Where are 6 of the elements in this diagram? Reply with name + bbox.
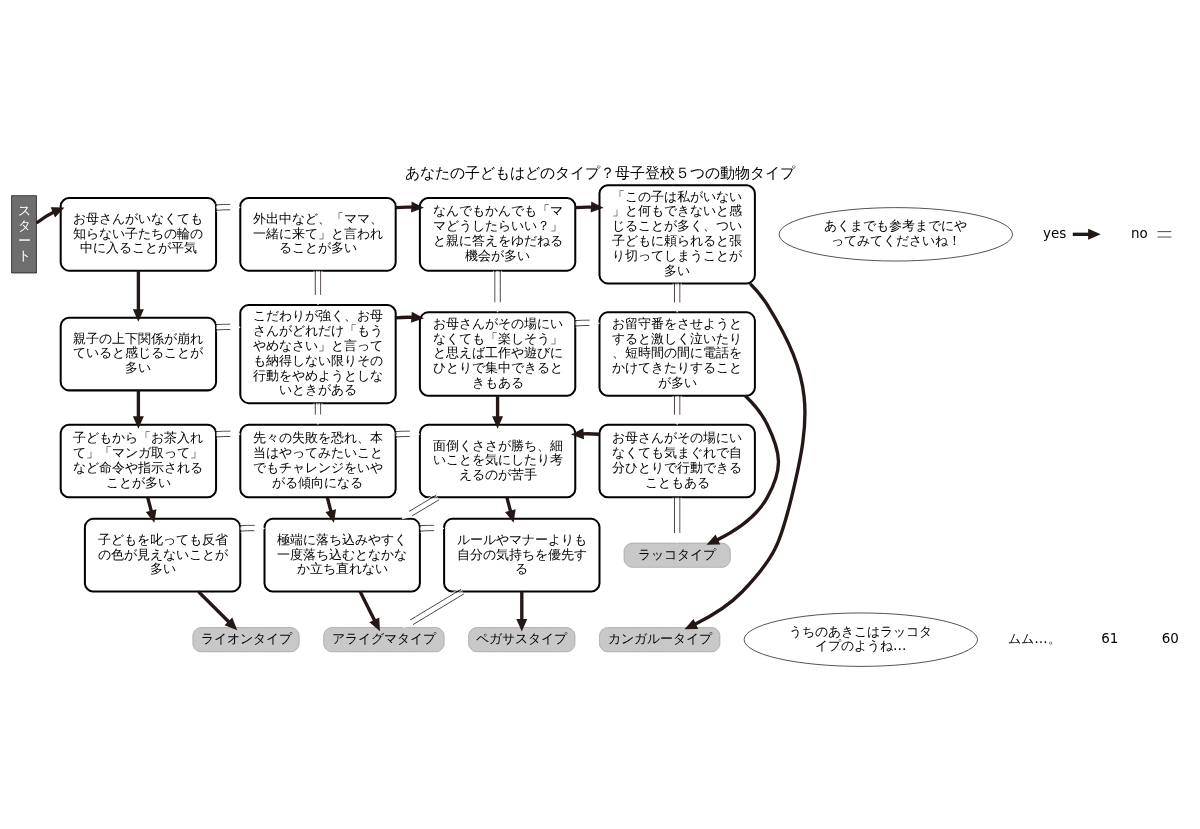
label: 60 bbox=[1161, 630, 1179, 646]
label: ムム…。 bbox=[1008, 630, 1061, 646]
legend-label: yes bbox=[1042, 225, 1067, 241]
diagram-title: あなたの子どもはどのタイプ？母子登校５つの動物タイプ bbox=[405, 163, 795, 181]
legend-label: no bbox=[1130, 225, 1148, 241]
label: 61 bbox=[1101, 630, 1119, 646]
